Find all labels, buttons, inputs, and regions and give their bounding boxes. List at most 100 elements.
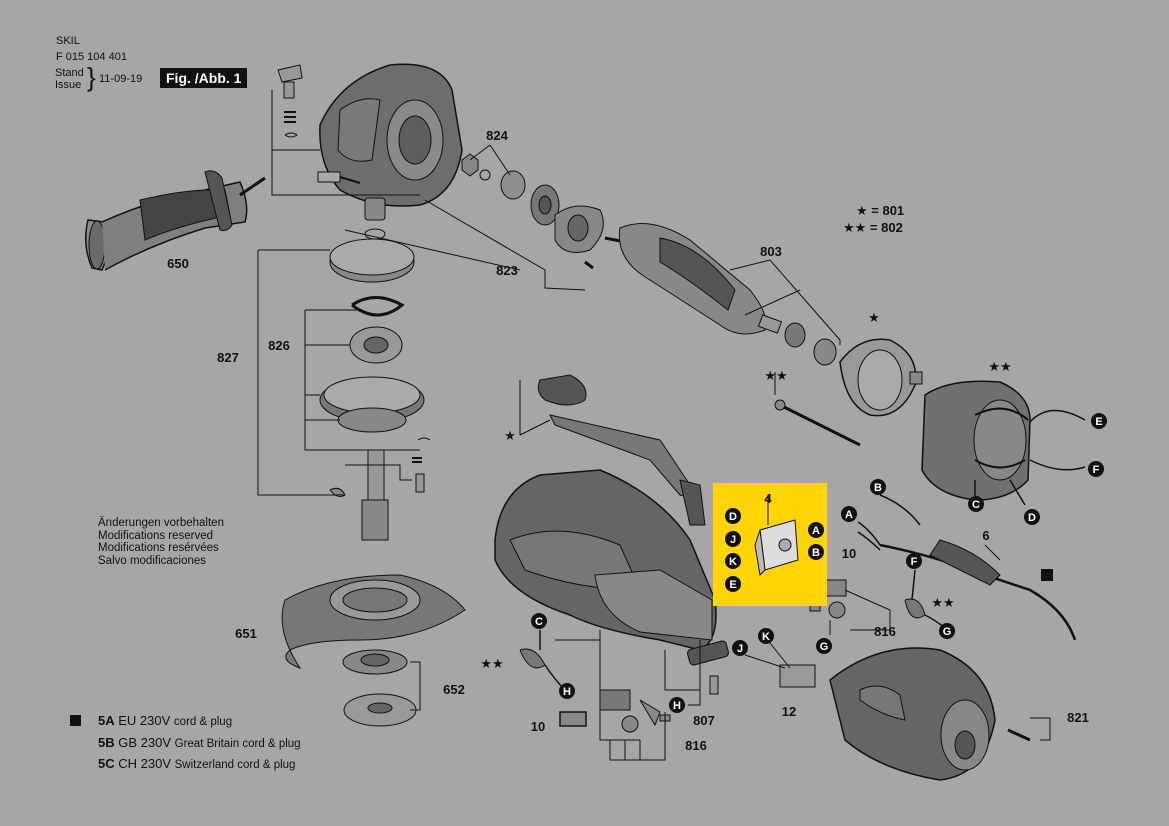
connector-f: F	[1088, 461, 1104, 477]
switch-4	[754, 495, 799, 577]
connector-a: A	[808, 522, 824, 538]
gearhead-housing	[319, 63, 463, 207]
connector-b: B	[870, 479, 886, 495]
svg-text:G: G	[820, 641, 829, 653]
connector-b: B	[808, 544, 824, 560]
label-807: 807	[693, 713, 715, 728]
svg-text:A: A	[845, 509, 853, 521]
label-652: 652	[443, 682, 465, 697]
connector-c: C	[968, 496, 984, 512]
svg-text:D: D	[1028, 512, 1036, 524]
label-826: 826	[268, 338, 290, 353]
rear-cover-821	[829, 647, 996, 781]
star-marker: ★	[868, 310, 880, 325]
notice-line: Salvo modificaciones	[98, 554, 207, 567]
svg-text:C: C	[972, 499, 980, 511]
svg-text:F: F	[1093, 464, 1100, 476]
connector-j: J	[725, 531, 741, 547]
svg-text:E: E	[1095, 416, 1102, 428]
label-651: 651	[235, 626, 257, 641]
brace-glyph: }	[87, 62, 96, 92]
star-marker: ★	[504, 428, 516, 443]
connector-h: H	[669, 697, 685, 713]
connector-j: J	[732, 640, 748, 656]
label-12: 12	[782, 704, 796, 719]
connector-k: K	[725, 553, 741, 569]
star-legend-801: ★ = 801	[856, 203, 905, 218]
side-handle-650	[85, 170, 266, 271]
part-group-824	[461, 153, 604, 253]
svg-text:E: E	[729, 579, 736, 591]
connector-e: E	[725, 576, 741, 592]
label-650: 650	[167, 256, 189, 271]
connector-k: K	[758, 628, 774, 644]
star-marker: ★★	[764, 368, 787, 383]
svg-text:J: J	[730, 534, 736, 546]
notice-line: Änderungen vorbehalten	[98, 517, 224, 529]
legend-desc: Great Britain cord & plug	[174, 738, 301, 750]
issue-label: Issue	[55, 79, 82, 91]
legend-desc: Switzerland cord & plug	[174, 759, 296, 771]
legend-code: 5A	[98, 713, 115, 728]
connector-c: C	[531, 613, 547, 629]
svg-text:G: G	[943, 626, 952, 638]
square-marker	[1041, 569, 1053, 581]
legend-row: 5B GB 230V Great Britain cord & plug	[98, 735, 301, 750]
legend-row: 5C CH 230V Switzerland cord & plug	[98, 756, 295, 771]
figure-label: Fig. /Abb. 1	[160, 68, 248, 88]
connector-f: F	[906, 553, 922, 569]
star-legend-802: ★★ = 802	[843, 220, 903, 235]
label-6: 6	[982, 528, 989, 543]
svg-text:D: D	[729, 511, 737, 523]
svg-text:F: F	[911, 556, 918, 568]
legend-voltage: CH 230V	[118, 756, 171, 771]
connector-h: H	[559, 683, 575, 699]
brand-label: SKIL	[56, 35, 80, 47]
connector-g: G	[816, 638, 832, 654]
legend-code: 5C	[98, 756, 115, 771]
star-marker: ★★	[931, 595, 954, 610]
svg-text:K: K	[729, 556, 737, 568]
svg-text:K: K	[762, 631, 770, 643]
label-803: 803	[760, 244, 782, 259]
svg-text:H: H	[673, 700, 681, 712]
label-827: 827	[217, 350, 239, 365]
svg-text:J: J	[737, 643, 743, 655]
wheel-guard-651	[281, 574, 466, 669]
connector-a: A	[841, 506, 857, 522]
label-824: 824	[486, 128, 508, 143]
stand-label: Stand	[55, 67, 84, 79]
legend-desc: cord & plug	[173, 716, 233, 728]
connector-g: G	[939, 623, 955, 639]
svg-text:B: B	[812, 547, 820, 559]
label-10-right: 10	[842, 546, 856, 561]
svg-text:H: H	[563, 686, 571, 698]
connector-d: D	[725, 508, 741, 524]
notice-line: Modifications reserved	[98, 529, 214, 542]
notice-line: Modifications resérvées	[98, 542, 219, 554]
svg-text:B: B	[874, 482, 882, 494]
legend-voltage: EU 230V	[118, 713, 171, 728]
label-816-right: 816	[874, 624, 896, 639]
label-4: 4	[764, 491, 772, 506]
label-816-left: 816	[685, 738, 707, 753]
square-marker	[70, 715, 81, 726]
legend-row: 5A EU 230V cord & plug	[98, 713, 232, 728]
star-marker: ★★	[988, 359, 1011, 374]
legend-code: 5B	[98, 735, 115, 750]
connector-e: E	[1091, 413, 1107, 429]
stator-field	[921, 380, 1031, 501]
star-marker: ★★	[480, 656, 503, 671]
armature-803	[604, 223, 837, 366]
legend-voltage: GB 230V	[118, 735, 172, 750]
label-821: 821	[1067, 710, 1089, 725]
svg-text:A: A	[812, 525, 820, 537]
issue-date: 11-09-19	[99, 73, 143, 85]
part-number: F 015 104 401	[56, 51, 127, 63]
label-10-left: 10	[531, 719, 545, 734]
motor-housing	[494, 469, 717, 651]
label-823: 823	[496, 263, 518, 278]
connector-d: D	[1024, 509, 1040, 525]
svg-text:C: C	[535, 616, 543, 628]
